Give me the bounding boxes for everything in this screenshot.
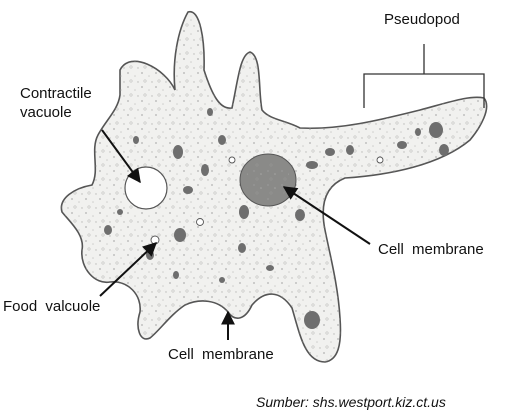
label-contractile-line2: vacuole [20, 104, 72, 121]
label-pseudopod: Pseudopod [384, 11, 460, 28]
source-caption: Sumber: shs.westport.kiz.ct.us [256, 394, 446, 410]
arrow-icon [282, 186, 371, 245]
food-vacuoles [150, 156, 384, 245]
arrow-icon [99, 242, 158, 297]
bracket-icon [363, 44, 485, 108]
label-contractile-vacuole: Contractile vacuole [20, 84, 130, 122]
contractile-vacuole [124, 166, 168, 210]
arrow-icon [101, 129, 141, 184]
label-cell-membrane-right: Cell membrane [378, 241, 484, 258]
label-cell-membrane-bottom: Cell membrane [168, 346, 274, 363]
label-food-vacuole: Food valcuole [3, 298, 101, 315]
label-contractile-line1: Contractile [20, 85, 92, 102]
